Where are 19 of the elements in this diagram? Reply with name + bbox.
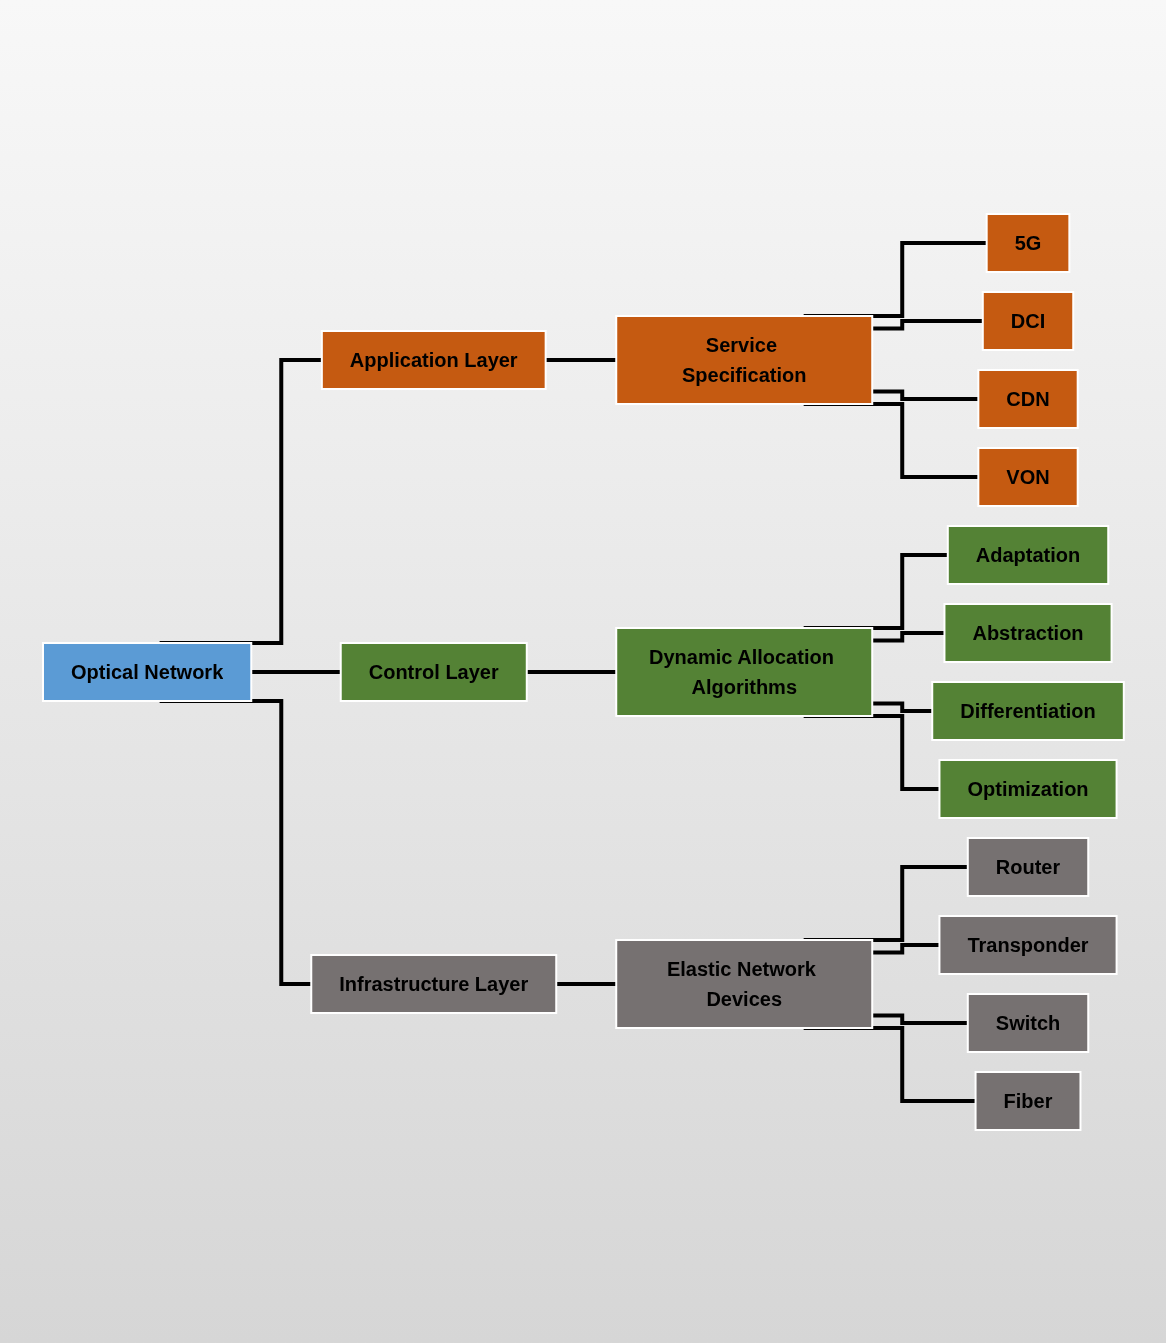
node-box: Control Layer [339,641,528,702]
node-box: Dynamic Allocation Algorithms [614,626,873,717]
node-box: Optical Network [41,641,252,702]
node-box: Application Layer [320,329,547,390]
node-box: Infrastructure Layer [309,953,557,1014]
node-box: Switch [966,992,1089,1053]
node-box: Abstraction [943,602,1113,663]
node-box: Service Specification [614,314,873,405]
node-box: Differentiation [930,680,1125,741]
node-box: DCI [981,290,1074,351]
node-box: CDN [976,368,1079,429]
node-box: VON [976,446,1079,507]
node-box: Elastic Network Devices [614,938,873,1029]
node-box: Adaptation [946,524,1109,585]
node-box: Transponder [938,914,1118,975]
node-box: Router [966,836,1089,897]
node-box: 5G [985,212,1070,273]
node-box: Optimization [938,758,1118,819]
node-box: Fiber [974,1070,1082,1131]
